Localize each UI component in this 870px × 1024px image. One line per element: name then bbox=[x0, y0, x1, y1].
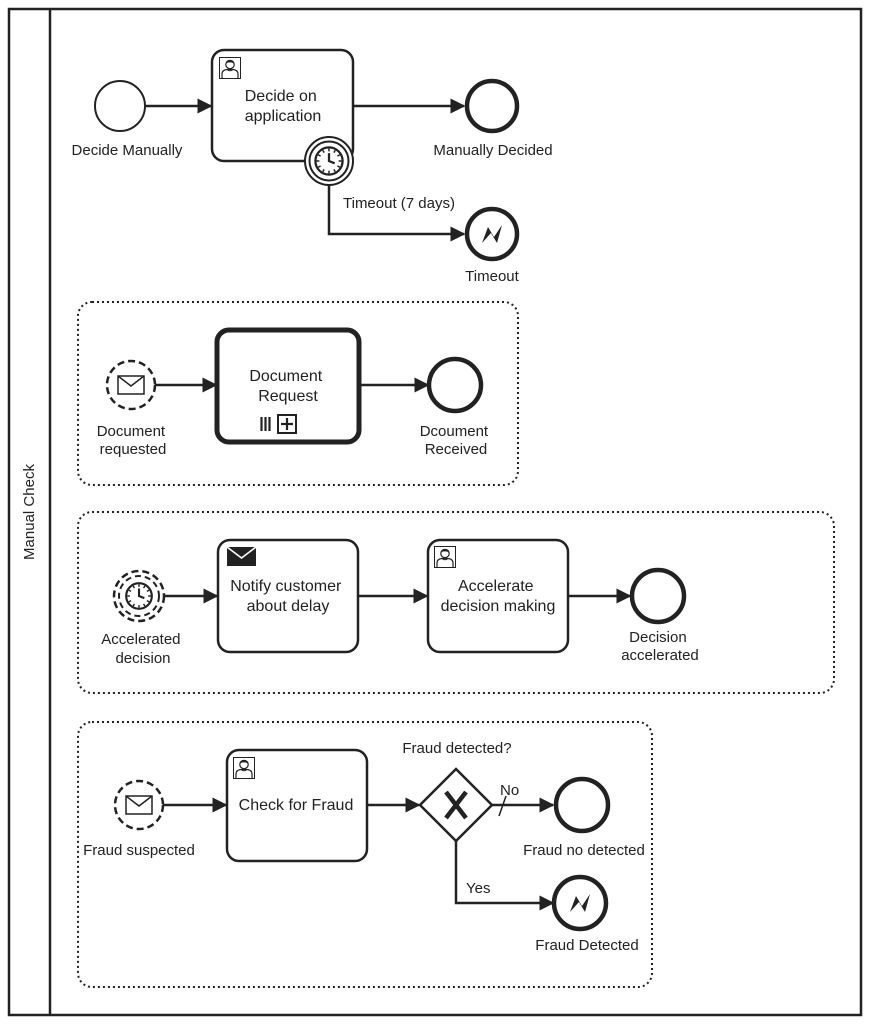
end-event-label: Manually Decided bbox=[433, 142, 552, 159]
task-label-line2: decision making bbox=[441, 598, 556, 615]
end-event-label-line2: Received bbox=[425, 441, 488, 458]
svg-text:Dcoument Received: Dcoument Received bbox=[420, 423, 493, 458]
pool-label: Manual Check bbox=[21, 464, 38, 560]
x-gateway-icon bbox=[444, 790, 468, 820]
start-event-label-line2: decision bbox=[115, 650, 170, 667]
task-accelerate-decision[interactable]: Accelerate decision making bbox=[426, 538, 570, 654]
sequence-flow-yes[interactable] bbox=[454, 841, 555, 911]
end-event-label-line2: accelerated bbox=[621, 647, 699, 664]
task-check-for-fraud[interactable]: Check for Fraud bbox=[225, 748, 369, 863]
message-start-event-document-requested[interactable] bbox=[105, 359, 157, 411]
timeout-flow[interactable] bbox=[327, 185, 466, 242]
event-subprocess-accelerate: Accelerated decision Notify customer abo… bbox=[77, 511, 835, 694]
gateway-label: Fraud detected? bbox=[402, 740, 511, 757]
clock-icon bbox=[125, 582, 153, 610]
task-label-line2: application bbox=[245, 108, 322, 125]
event-subprocess-border bbox=[77, 511, 835, 694]
svg-text:Decide on application: Decide on application bbox=[245, 88, 322, 125]
start-event-decide-manually[interactable] bbox=[94, 80, 146, 132]
error-end-event-fraud-detected[interactable] bbox=[551, 874, 609, 932]
error-end-event-label: Timeout bbox=[465, 268, 519, 285]
envelope-outline-icon bbox=[125, 795, 153, 815]
end-event-label-line1: Decision bbox=[629, 629, 687, 646]
svg-text:Document requested: Document requested bbox=[97, 423, 170, 458]
end-event-label-yes: Fraud Detected bbox=[535, 937, 638, 954]
error-end-event-timeout[interactable] bbox=[464, 206, 520, 262]
end-event-label-no: Fraud no detected bbox=[523, 842, 645, 859]
envelope-outline-icon bbox=[117, 375, 145, 395]
task-label-line1: Decide on bbox=[245, 88, 317, 105]
svg-text:Accelerate decision ma: Accelerate decision making bbox=[441, 578, 556, 615]
end-event-fraud-no-detected[interactable] bbox=[553, 776, 611, 834]
svg-text:Decision accelerated: Decision accelerated bbox=[621, 629, 699, 664]
subprocess-label-line2: Request bbox=[258, 388, 318, 405]
event-subprocess-fraud: Fraud suspected Check for Fraud Fraud de… bbox=[77, 721, 653, 988]
task-label-line2: about delay bbox=[247, 598, 330, 615]
plus-square-icon bbox=[277, 414, 297, 434]
default-flow-slash bbox=[498, 795, 507, 817]
user-icon bbox=[233, 757, 255, 779]
end-event-document-received[interactable] bbox=[426, 356, 484, 414]
svg-text:Accelerated decision: Accelerated decision bbox=[101, 631, 184, 667]
start-event-label-line1: Document bbox=[97, 423, 166, 440]
parallel-lines-icon bbox=[260, 417, 271, 431]
clock-icon bbox=[314, 146, 344, 176]
flow-label-no: No bbox=[500, 782, 519, 799]
start-event-label-line2: requested bbox=[100, 441, 167, 458]
start-event-label: Decide Manually bbox=[72, 142, 183, 159]
task-notify-customer[interactable]: Notify customer about delay bbox=[216, 538, 360, 654]
flow-label-yes: Yes bbox=[466, 880, 490, 897]
message-start-event-fraud-suspected[interactable] bbox=[113, 779, 165, 831]
start-event-label-line1: Accelerated bbox=[101, 631, 180, 648]
user-icon bbox=[434, 546, 456, 568]
end-event-manually-decided[interactable] bbox=[464, 78, 520, 134]
start-event-label: Fraud suspected bbox=[83, 842, 195, 859]
event-subprocess-border bbox=[77, 301, 519, 486]
event-subprocess-document: Document requested Document Request bbox=[77, 301, 519, 486]
svg-text:Notify customer about: Notify customer about delay bbox=[230, 578, 346, 615]
task-label-line1: Accelerate bbox=[458, 578, 534, 595]
envelope-filled-icon bbox=[226, 546, 257, 566]
end-event-decision-accelerated[interactable] bbox=[629, 567, 687, 625]
event-subprocess-border bbox=[77, 721, 653, 988]
timer-flow-label: Timeout (7 days) bbox=[343, 195, 455, 212]
exclusive-gateway-fraud-detected[interactable] bbox=[418, 767, 494, 843]
subprocess-document-request[interactable]: Document Request bbox=[214, 327, 362, 445]
svg-text:Document Request: Document Request bbox=[249, 368, 326, 405]
task-label: Check for Fraud bbox=[239, 797, 354, 814]
timer-start-event-accelerated-decision[interactable] bbox=[112, 569, 166, 623]
end-event-label-line1: Dcoument bbox=[420, 423, 489, 440]
pool bbox=[7, 7, 863, 1017]
user-icon bbox=[219, 57, 241, 79]
task-label-line1: Notify customer bbox=[230, 578, 342, 595]
boundary-timer-event[interactable] bbox=[304, 136, 354, 186]
main-process: Decide Manually Decide on application Ma… bbox=[72, 48, 553, 285]
subprocess-label-line1: Document bbox=[249, 368, 322, 385]
